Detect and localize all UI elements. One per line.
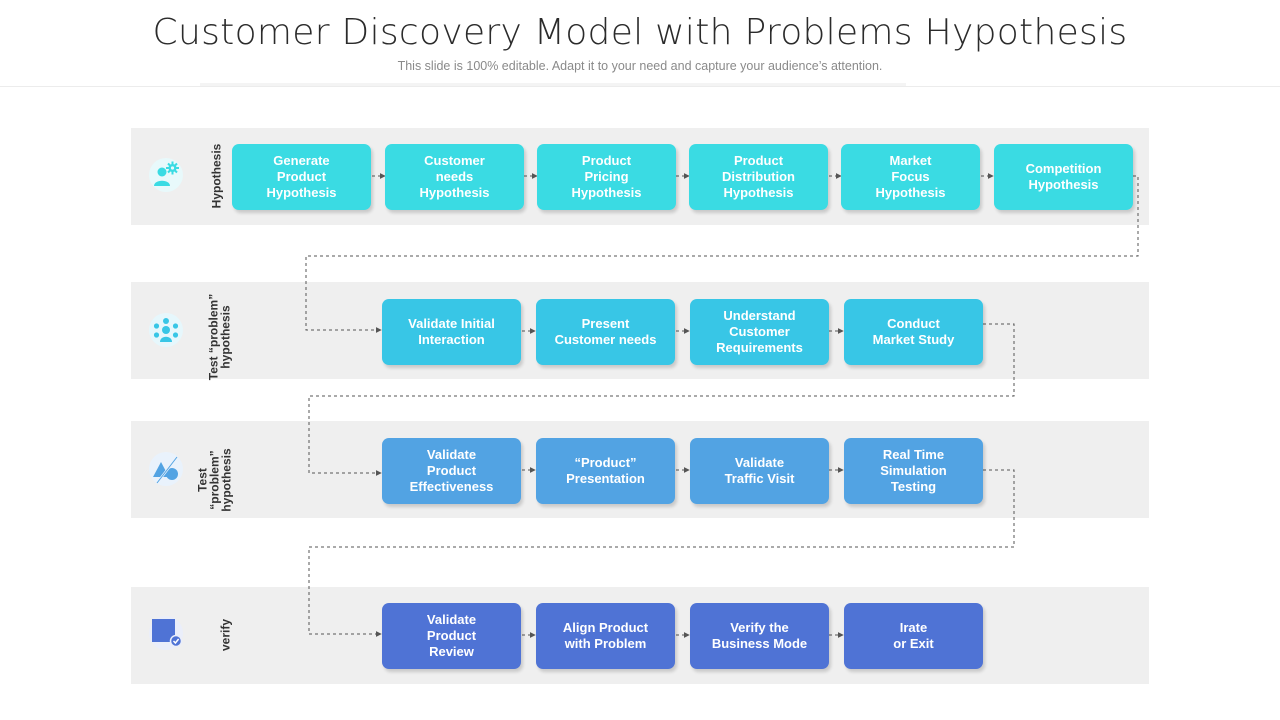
node-product-presentation[interactable]: “Product” Presentation	[536, 438, 675, 504]
band-label-hypothesis: Hypothesis	[209, 143, 224, 209]
node-validate-product-effectiveness[interactable]: Validate Product Effectiveness	[382, 438, 521, 504]
band-label-test-problem-1: Test “problem” hypothesis	[206, 293, 233, 381]
node-real-time-simulation-testing[interactable]: Real Time Simulation Testing	[844, 438, 983, 504]
node-verify-the-business-mode[interactable]: Verify the Business Mode	[690, 603, 829, 669]
node-customer-needs-hypothesis[interactable]: Customer needs Hypothesis	[385, 144, 524, 210]
person-gear-icon	[148, 157, 184, 193]
node-competition-hypothesis[interactable]: Competition Hypothesis	[994, 144, 1133, 210]
verified-square-icon	[148, 615, 184, 651]
node-generate-product-hypothesis[interactable]: Generate Product Hypothesis	[232, 144, 371, 210]
shapes-icon	[148, 451, 184, 487]
connector	[308, 323, 1015, 476]
team-network-icon	[148, 312, 184, 348]
page-title: Customer Discovery Model with Problems H…	[152, 12, 1128, 53]
node-conduct-market-study[interactable]: Conduct Market Study	[844, 299, 983, 365]
header-divider-shadow	[200, 83, 906, 86]
connector	[308, 469, 1015, 637]
node-product-pricing-hypothesis[interactable]: Product Pricing Hypothesis	[537, 144, 676, 210]
page-subtitle: This slide is 100% editable. Adapt it to…	[397, 59, 883, 73]
band-label-verify: verify	[218, 618, 233, 652]
connector	[305, 175, 1139, 333]
node-understand-customer-requirements[interactable]: Understand Customer Requirements	[690, 299, 829, 365]
node-present-customer-needs[interactable]: Present Customer needs	[536, 299, 675, 365]
band-label-test-problem-2: Test “problem” hypothesis	[195, 448, 234, 512]
node-validate-traffic-visit[interactable]: Validate Traffic Visit	[690, 438, 829, 504]
node-irate-or-exit[interactable]: Irate or Exit	[844, 603, 983, 669]
node-align-product-with-problem[interactable]: Align Product with Problem	[536, 603, 675, 669]
node-market-focus-hypothesis[interactable]: Market Focus Hypothesis	[841, 144, 980, 210]
node-validate-product-review[interactable]: Validate Product Review	[382, 603, 521, 669]
node-validate-initial-interaction[interactable]: Validate Initial Interaction	[382, 299, 521, 365]
header-divider	[0, 86, 1280, 87]
node-product-distribution-hypothesis[interactable]: Product Distribution Hypothesis	[689, 144, 828, 210]
